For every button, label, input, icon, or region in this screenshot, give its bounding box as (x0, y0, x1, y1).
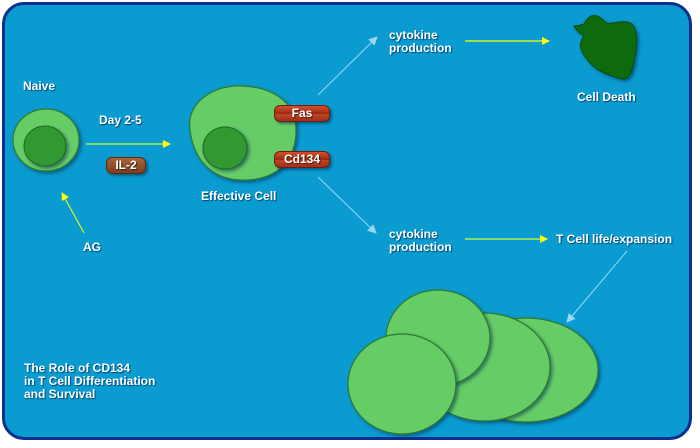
cell-death-label: Cell Death (577, 90, 636, 104)
arrow-to-cytokine-top (317, 36, 378, 96)
diagram-title: The Role of CD134 in T Cell Differentiat… (24, 362, 155, 401)
title-line-2: in T Cell Differentiation (24, 374, 156, 388)
effective-cell-label: Effective Cell (201, 189, 277, 203)
expanded-cells-cluster (347, 289, 599, 435)
naive-nucleus (23, 125, 67, 167)
title-line-1: The Role of CD134 (24, 361, 131, 375)
cytokine-bottom-line1: cytokine (389, 227, 438, 241)
cytokine-top-line1: cytokine (389, 28, 438, 42)
cd134-label: Cd134 (283, 152, 321, 166)
cytokine-top-label: cytokine production (389, 29, 452, 55)
fas-receptor: Fas (274, 105, 330, 122)
dead-cell-shape (573, 15, 638, 80)
il2-label: IL-2 (115, 158, 137, 172)
effective-nucleus (202, 126, 248, 170)
naive-label: Naive (23, 79, 56, 93)
ag-label: AG (83, 240, 101, 254)
fas-label: Fas (291, 106, 313, 120)
naive-cell (12, 108, 80, 172)
cd134-receptor: Cd134 (274, 151, 330, 168)
effective-cell (189, 85, 297, 181)
arrow-to-expanded-cells (566, 250, 628, 323)
cytokine-top-line2: production (389, 41, 452, 55)
expanded-cell (347, 333, 457, 435)
cytokine-bottom-line2: production (389, 240, 452, 254)
ag-arrow (61, 192, 85, 234)
day-label: Day 2-5 (99, 113, 142, 127)
arrow-to-cytokine-bottom (317, 176, 377, 234)
cytokine-bottom-label: cytokine production (389, 228, 452, 254)
title-line-3: and Survival (24, 387, 96, 401)
t-cell-life-label: T Cell life/expansion (556, 232, 673, 246)
il2-badge: IL-2 (106, 157, 146, 174)
